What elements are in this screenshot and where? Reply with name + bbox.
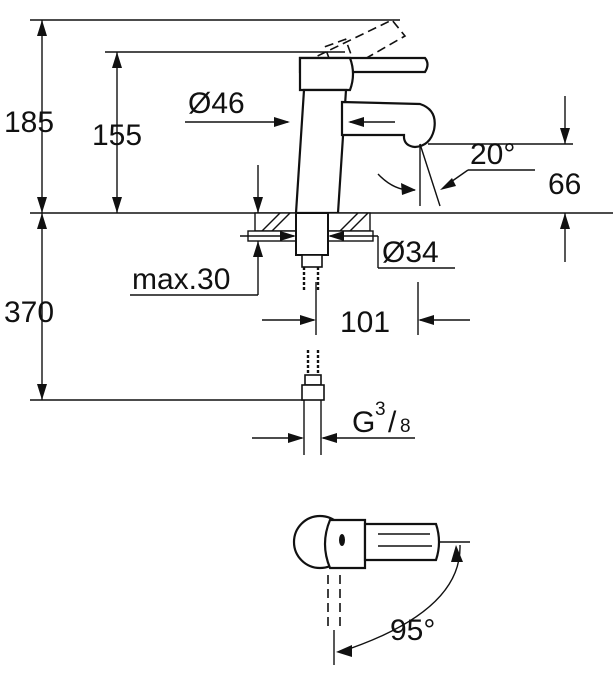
dimension-d46: Ø46: [185, 87, 395, 127]
top-view-cap: [323, 518, 367, 570]
label-thread-den: 8: [400, 416, 411, 437]
label-66: 66: [548, 168, 581, 201]
dimension-angle-20: 20°: [377, 138, 535, 195]
aerator-axis-line: [419, 143, 441, 207]
label-155: 155: [92, 119, 142, 152]
label-thread-g: G: [352, 406, 375, 439]
faucet-side-view: [294, 19, 441, 215]
dimension-d34: Ø34: [240, 231, 455, 269]
cartridge-cap: [298, 56, 355, 92]
dimension-max30: max.30: [130, 165, 263, 296]
label-d46: Ø46: [188, 87, 245, 120]
label-thread-num: 3: [375, 399, 386, 420]
label-185: 185: [4, 106, 54, 139]
dimension-thread: G 3 / 8: [252, 399, 415, 443]
dimension-101: 101: [262, 282, 470, 339]
faucet-column: [294, 88, 348, 215]
label-101: 101: [340, 306, 390, 339]
label-370: 370: [4, 296, 54, 329]
label-20deg: 20°: [470, 138, 515, 171]
hose-connector: [301, 350, 325, 455]
label-thread-slash: /: [388, 406, 397, 439]
top-view-indicator: [339, 534, 345, 546]
deck-section: [247, 212, 374, 292]
dimension-155: 155: [92, 52, 142, 213]
top-view-lever: [363, 522, 441, 562]
dimension-66: 66: [428, 96, 581, 262]
spout: [340, 100, 436, 149]
label-d34: Ø34: [382, 236, 439, 269]
label-max30: max.30: [132, 263, 230, 296]
faucet-top-view: 95°: [292, 514, 470, 665]
dimension-370: 370: [4, 213, 54, 400]
label-95deg: 95°: [390, 614, 435, 647]
dimension-185: 185: [4, 20, 54, 213]
